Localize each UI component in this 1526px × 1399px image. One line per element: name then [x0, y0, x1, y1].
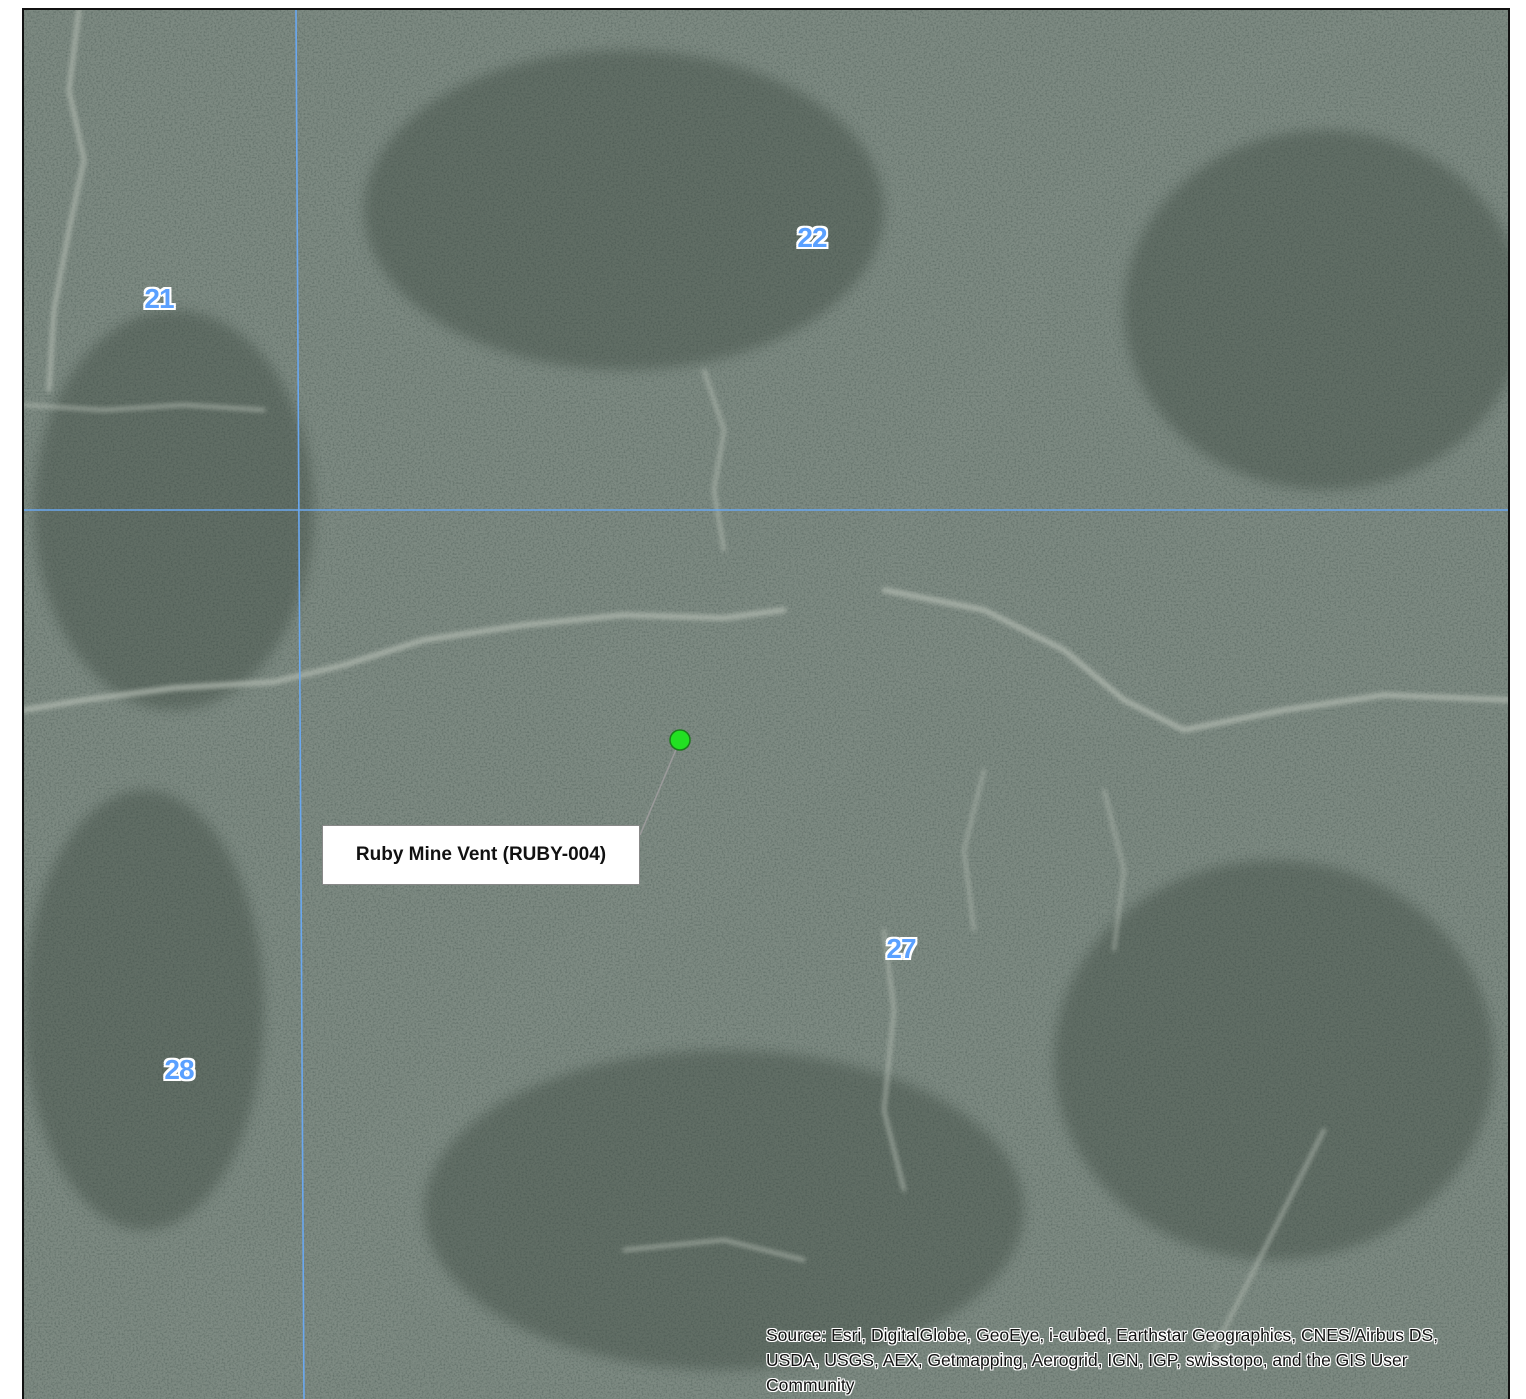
- feature-callout-label[interactable]: Ruby Mine Vent (RUBY-004): [322, 825, 640, 885]
- aerial-imagery[interactable]: [24, 10, 1510, 1399]
- section-label-27: 27: [886, 933, 916, 964]
- section-label-22: 22: [797, 222, 827, 253]
- source-credit: Source: Esri, DigitalGlobe, GeoEye, i-cu…: [766, 1325, 1439, 1395]
- section-line-vertical: [295, 10, 305, 1399]
- vent-marker-icon[interactable]: [669, 729, 691, 751]
- map-frame[interactable]: 21 22 27 28 Ruby Mine Vent (RUBY-004) So…: [22, 8, 1510, 1399]
- section-label-21: 21: [144, 283, 174, 314]
- callout-leader-line: [639, 739, 681, 836]
- section-label-28: 28: [164, 1054, 194, 1085]
